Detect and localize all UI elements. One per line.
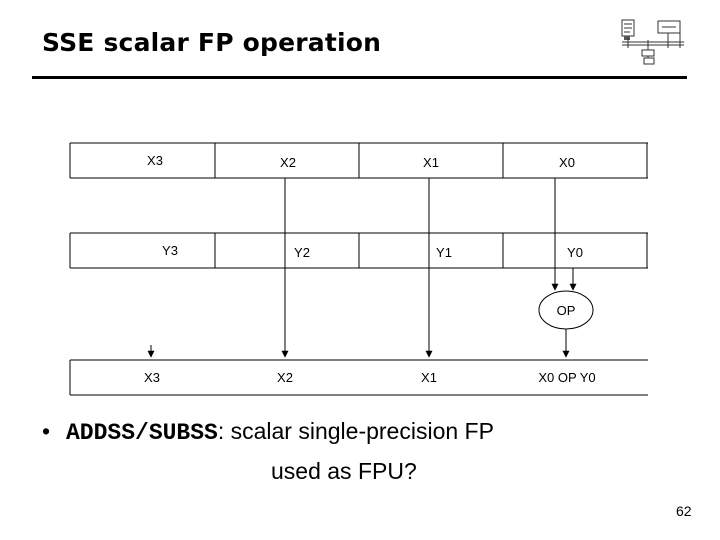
x-cell-label: X0 [559,155,575,170]
op-node: OP [538,290,594,330]
register-x: X3 X2 X1 X0 [69,142,648,179]
y-cell-label: Y2 [294,245,310,260]
data-flow-arrows [147,178,577,358]
result-cell-label: X0 OP Y0 [538,370,595,385]
slide-title: SSE scalar FP operation [42,28,382,57]
result-cell-label: X3 [144,370,160,385]
y-cell-label: Y0 [567,245,583,260]
register-result: X3 X2 X1 X0 OP Y0 [69,359,648,396]
bullet-continuation: used as FPU? [271,458,417,484]
x-cell-label: X3 [147,153,163,168]
bullet-dot: • [42,418,51,444]
register-y: Y3 Y2 Y1 Y0 [69,232,648,269]
computer-architecture-logo-icon [621,19,684,65]
x-cell-label: X2 [280,155,296,170]
result-cell-label: X1 [421,370,437,385]
result-cell-label: X2 [277,370,293,385]
bullet-text: : scalar single-precision FP [217,418,494,444]
title-rule [32,76,687,79]
scalar-op-diagram: X3 X2 X1 X0 Y3 Y2 Y1 Y0 X3 X2 X1 X0 OP Y… [69,142,648,396]
slide-number: 62 [676,503,692,519]
instruction-code: ADDSS/SUBSS [66,420,218,446]
op-label: OP [557,303,576,318]
y-cell-label: Y1 [436,245,452,260]
bullet-item: • ADDSS/SUBSS: scalar single-precision FP [42,418,494,446]
y-cell-label: Y3 [162,243,178,258]
x-cell-label: X1 [423,155,439,170]
